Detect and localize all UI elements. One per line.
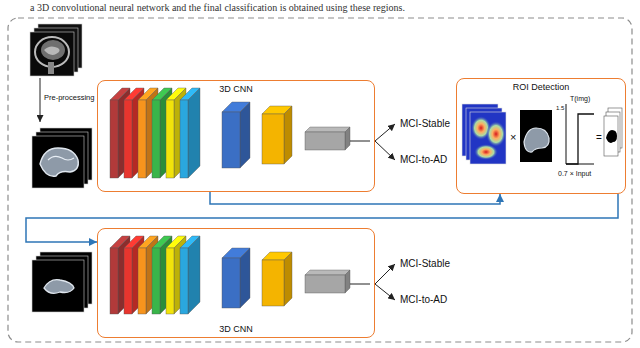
class-label: MCI-to-AD [398,153,449,167]
heatmap [462,104,506,164]
layer-side [240,248,250,308]
layer-top [305,127,350,132]
layer-front [180,100,188,178]
step-label: Pre-processing [44,94,94,102]
layer-front [152,248,160,314]
figure-caption: a 3D convolutional neural network and th… [30,2,405,13]
layer-top [305,270,350,275]
connector-arrow [375,264,395,284]
brain-slice [520,110,552,162]
layer-side [284,252,292,306]
layer-side [188,236,200,314]
layer-front [152,100,160,178]
class-label: MCI-to-AD [398,293,449,307]
connector-arrow [210,192,500,204]
layer-front [222,112,240,168]
layer-front [262,114,284,164]
network-box: 3D CNN [97,228,375,338]
layer-side [345,127,350,150]
node-text: MCI-Stable [398,117,452,131]
layer-front [138,100,146,178]
class-label: MCI-Stable [398,117,452,131]
layer-front [262,260,284,306]
cnn-layers [110,88,350,178]
mri-stack [30,24,82,76]
operator-symbol: × [510,131,516,143]
node-text: MCI-to-AD [398,153,449,167]
layer-front [166,248,174,314]
layer-side [188,88,200,178]
connector-arrow [26,194,618,242]
connector-arrow [375,141,395,160]
layer-side [240,102,250,168]
brain-stack [32,128,92,188]
threshold-plot [566,104,594,164]
preprocess-arrow [40,78,41,122]
axis-label: 0.7 × Input [558,170,591,178]
layer-front [166,100,174,178]
class-label: MCI-Stable [398,257,452,271]
output-line [350,141,370,142]
network-box: 3D CNN [97,80,375,192]
output-line [350,284,370,285]
mask-stack [604,108,622,156]
layer-front [305,275,345,293]
layer-front [110,100,118,178]
axis-label: T(img) [570,95,590,103]
connector-arrow [375,124,395,141]
node-text: MCI-Stable [398,257,452,271]
layer-side [284,106,292,164]
node-text: ROI Detection [513,82,570,92]
layer-front [305,132,345,150]
cnn-layers [110,236,350,314]
layer-front [124,100,132,178]
layer-front [124,248,132,314]
layer-front [138,248,146,314]
brain-stack [32,252,92,312]
node-text: 3D CNN [219,324,253,334]
axis-value: 1.5 [556,105,564,112]
layer-side [345,270,350,293]
layer-front [222,258,240,308]
connector-arrow [375,284,395,300]
layer-front [110,248,118,314]
node-text: 3D CNN [219,84,253,94]
outer-frame [8,18,632,342]
operator-symbol: = [596,132,602,143]
layer-front [180,248,188,314]
node-text: MCI-to-AD [398,293,449,307]
